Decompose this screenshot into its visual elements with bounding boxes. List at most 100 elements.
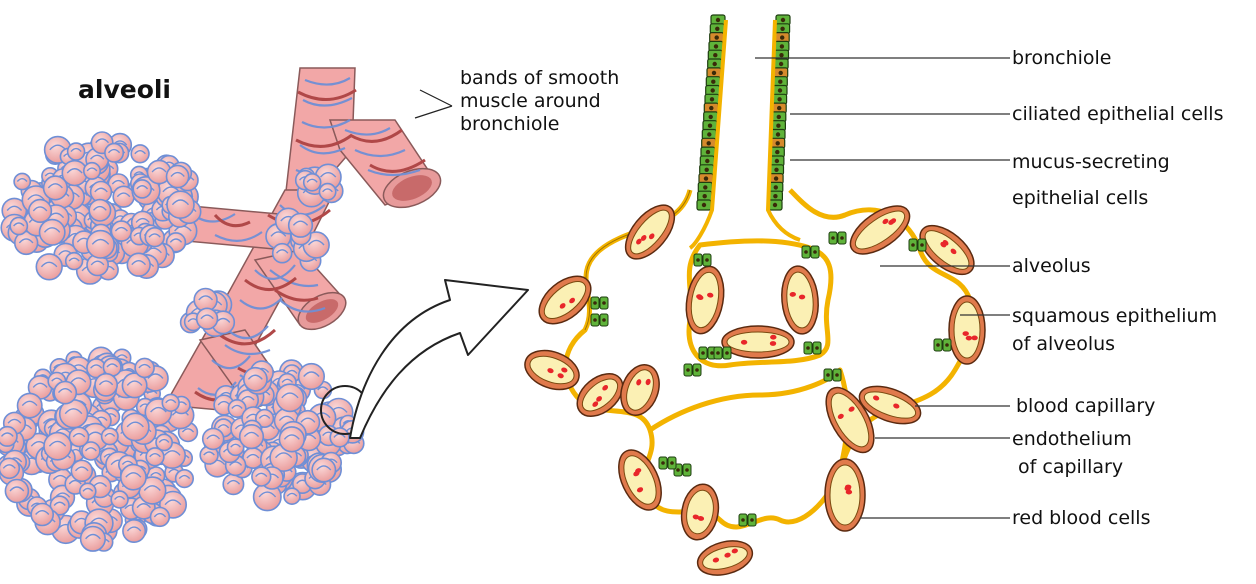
cell-nucleus xyxy=(776,132,780,136)
alveolus-bud xyxy=(111,221,131,241)
alveolus-bud xyxy=(105,144,123,162)
alveolus-bud xyxy=(36,254,62,280)
cell-nucleus xyxy=(777,106,781,110)
alveolus-bud xyxy=(162,394,179,411)
alveolus-bud xyxy=(145,228,164,247)
alveolus-bud xyxy=(312,458,335,481)
cell-nucleus xyxy=(709,115,713,119)
cell-nucleus xyxy=(779,71,783,75)
alveolus-bud xyxy=(66,253,83,270)
cell-nucleus xyxy=(776,141,780,145)
cell-nucleus xyxy=(713,53,717,57)
cell-nucleus xyxy=(714,44,718,48)
alveolus-bud xyxy=(68,143,85,160)
cell-nucleus xyxy=(705,159,709,163)
label-endothelium-2: of capillary xyxy=(1012,456,1123,478)
cell-nucleus xyxy=(741,518,745,522)
cell-nucleus xyxy=(778,88,782,92)
cell-nucleus xyxy=(711,88,715,92)
cell-nucleus xyxy=(936,343,940,347)
red-blood-cell xyxy=(770,341,776,346)
alveolus-bud xyxy=(304,174,321,191)
alveolus-bud xyxy=(40,220,65,245)
alveolar-cluster xyxy=(296,164,343,206)
alveolus-bud xyxy=(289,214,313,238)
alveolus-bud xyxy=(44,433,71,460)
cell-nucleus xyxy=(911,243,915,247)
capillary xyxy=(610,443,670,516)
cell-nucleus xyxy=(815,346,819,350)
red-blood-cell xyxy=(770,335,776,340)
red-blood-cell xyxy=(966,336,972,341)
cell-nucleus xyxy=(602,301,606,305)
cell-nucleus xyxy=(676,468,680,472)
alveolus-bud xyxy=(203,428,224,449)
cell-nucleus xyxy=(703,185,707,189)
capillary xyxy=(694,535,756,580)
alveolus-bud xyxy=(5,480,28,503)
cell-nucleus xyxy=(710,351,714,355)
cell-nucleus xyxy=(945,343,949,347)
alveolus-bud xyxy=(113,186,134,207)
cell-nucleus xyxy=(703,194,707,198)
cell-nucleus xyxy=(775,150,779,154)
cell-nucleus xyxy=(776,124,780,128)
alveolus-bud xyxy=(14,173,30,189)
cell-nucleus xyxy=(775,159,779,163)
alveolar-wall-inner-bottom xyxy=(650,370,848,470)
alveolus-bud xyxy=(197,308,218,329)
cell-nucleus xyxy=(780,44,784,48)
label-bronchiole: bronchiole xyxy=(1012,47,1111,69)
annotation-line-2: muscle around xyxy=(460,90,601,112)
alveolus-bud xyxy=(54,382,76,404)
alveolus-bud xyxy=(95,374,117,396)
cell-nucleus xyxy=(715,35,719,39)
alveolus-bud xyxy=(284,488,300,504)
cell-nucleus xyxy=(707,141,711,145)
cell-nucleus xyxy=(840,236,844,240)
cell-nucleus xyxy=(781,18,785,22)
cell-nucleus xyxy=(710,97,714,101)
cell-nucleus xyxy=(716,18,720,22)
magnify-arrow xyxy=(350,280,528,438)
cell-nucleus xyxy=(920,243,924,247)
cell-nucleus xyxy=(774,185,778,189)
cell-nucleus xyxy=(705,258,709,262)
cell-nucleus xyxy=(779,62,783,66)
cell-nucleus xyxy=(774,176,778,180)
alveolus-bud xyxy=(123,520,145,542)
label-endothelium-1: endothelium xyxy=(1012,428,1132,450)
alveolus-bud xyxy=(279,427,304,452)
capillary xyxy=(520,344,585,397)
cell-nucleus xyxy=(773,203,777,207)
cell-nucleus xyxy=(695,368,699,372)
alveolus-bud xyxy=(276,384,303,411)
cell-nucleus xyxy=(716,351,720,355)
alveolar-cluster xyxy=(0,347,197,551)
capillary xyxy=(949,296,985,364)
alveolus-bud xyxy=(0,458,19,478)
label-red-blood-cells: red blood cells xyxy=(1012,507,1150,529)
cell-nucleus xyxy=(813,250,817,254)
alveolus-bud xyxy=(10,217,27,234)
annotation-line-1: bands of smooth xyxy=(460,67,619,89)
capillary xyxy=(779,265,821,336)
cell-nucleus xyxy=(602,318,606,322)
cell-nucleus xyxy=(777,97,781,101)
diagram-labels: bronchiole ciliated epithelial cells muc… xyxy=(1012,47,1224,529)
cell-nucleus xyxy=(706,150,710,154)
cell-nucleus xyxy=(593,301,597,305)
cell-nucleus xyxy=(708,124,712,128)
alveolus-bud xyxy=(89,200,110,221)
alveolus-bud xyxy=(121,465,146,490)
alveolus-bud xyxy=(176,470,194,488)
alveoli-title: alveoli xyxy=(78,75,171,104)
cell-nucleus xyxy=(831,236,835,240)
alveolus-bud xyxy=(240,425,264,449)
alveolus-bud xyxy=(131,145,149,163)
cell-nucleus xyxy=(593,318,597,322)
cell-nucleus xyxy=(826,373,830,377)
cell-nucleus xyxy=(750,518,754,522)
cell-nucleus xyxy=(670,461,674,465)
label-alveolus: alveolus xyxy=(1012,255,1091,277)
